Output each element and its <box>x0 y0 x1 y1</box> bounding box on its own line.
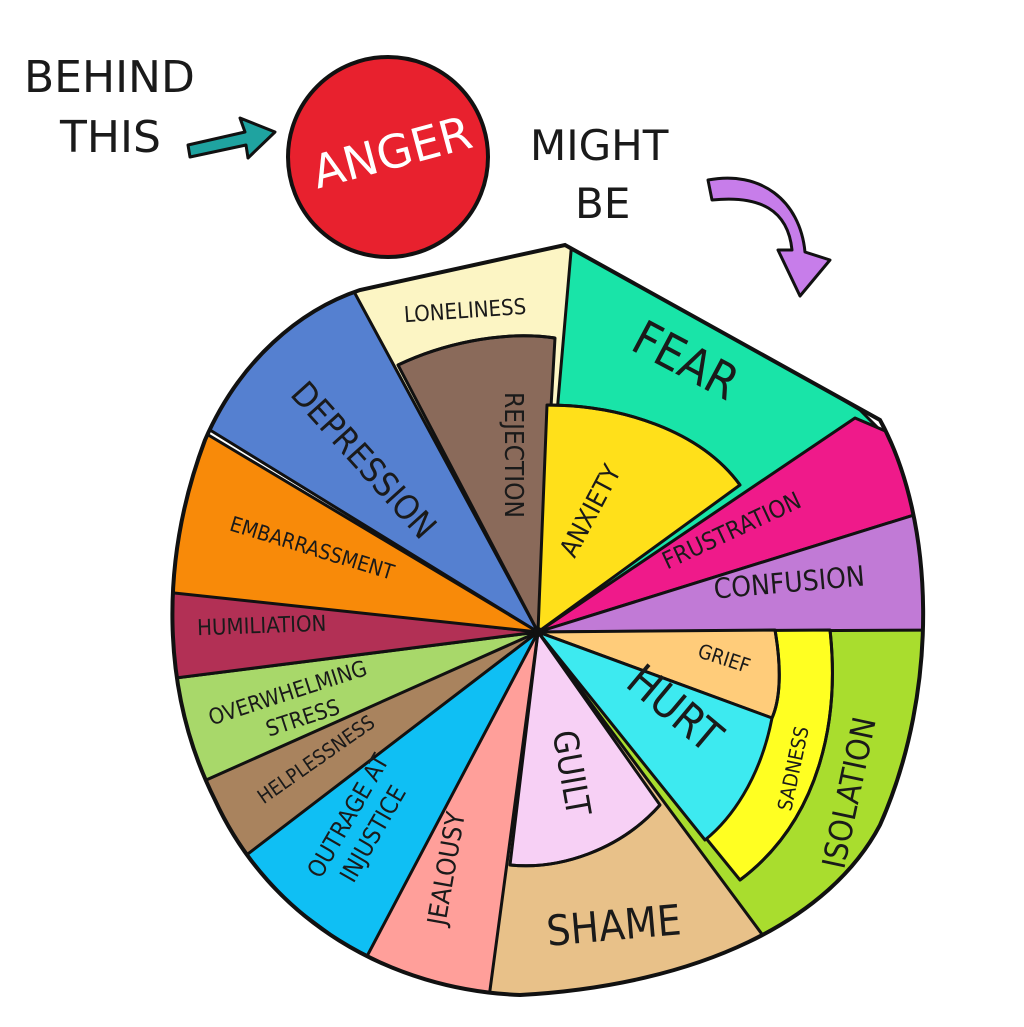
label-humiliation: HUMILIATION <box>197 612 327 641</box>
label-shame: SHAME <box>544 895 683 956</box>
header-behind: BEHIND <box>24 52 195 103</box>
label-rejection: REJECTION <box>498 392 528 518</box>
purple-arrow-icon <box>706 176 832 298</box>
header-be: BE <box>575 179 630 228</box>
slice-hurt <box>536 630 774 842</box>
header-this: THIS <box>59 112 161 163</box>
teal-arrow-icon <box>186 116 277 160</box>
anger-circle <box>286 55 490 259</box>
header-might: MIGHT <box>530 121 669 170</box>
